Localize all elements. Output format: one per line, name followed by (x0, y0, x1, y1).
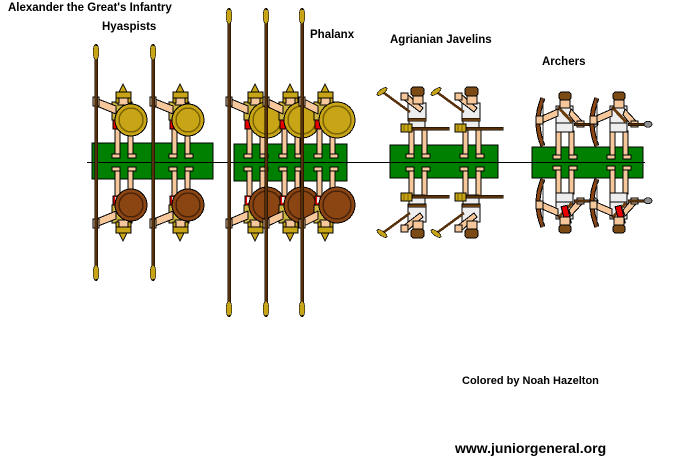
rank-back-mirrored (376, 166, 504, 239)
page-title: Alexander the Great's Infantry (8, 2, 172, 14)
unit-group-agrianian-javelins (376, 86, 504, 239)
unit-group-hyaspists (91, 82, 214, 243)
website-text: www.juniorgeneral.org (455, 440, 607, 456)
unit-label-hyaspists: Hyaspists (102, 21, 157, 33)
rank-front (535, 91, 653, 160)
unit-label-phalanx: Phalanx (310, 29, 355, 41)
credit-text: Colored by Noah Hazelton (462, 375, 599, 387)
unit-label-archers: Archers (542, 56, 586, 68)
unit-label-agrianian-javelins: Agrianian Javelins (390, 34, 492, 46)
rank-back-mirrored (535, 165, 653, 234)
rank-back-mirrored (92, 166, 205, 243)
rank-front (376, 86, 504, 159)
rank-front (92, 82, 205, 159)
